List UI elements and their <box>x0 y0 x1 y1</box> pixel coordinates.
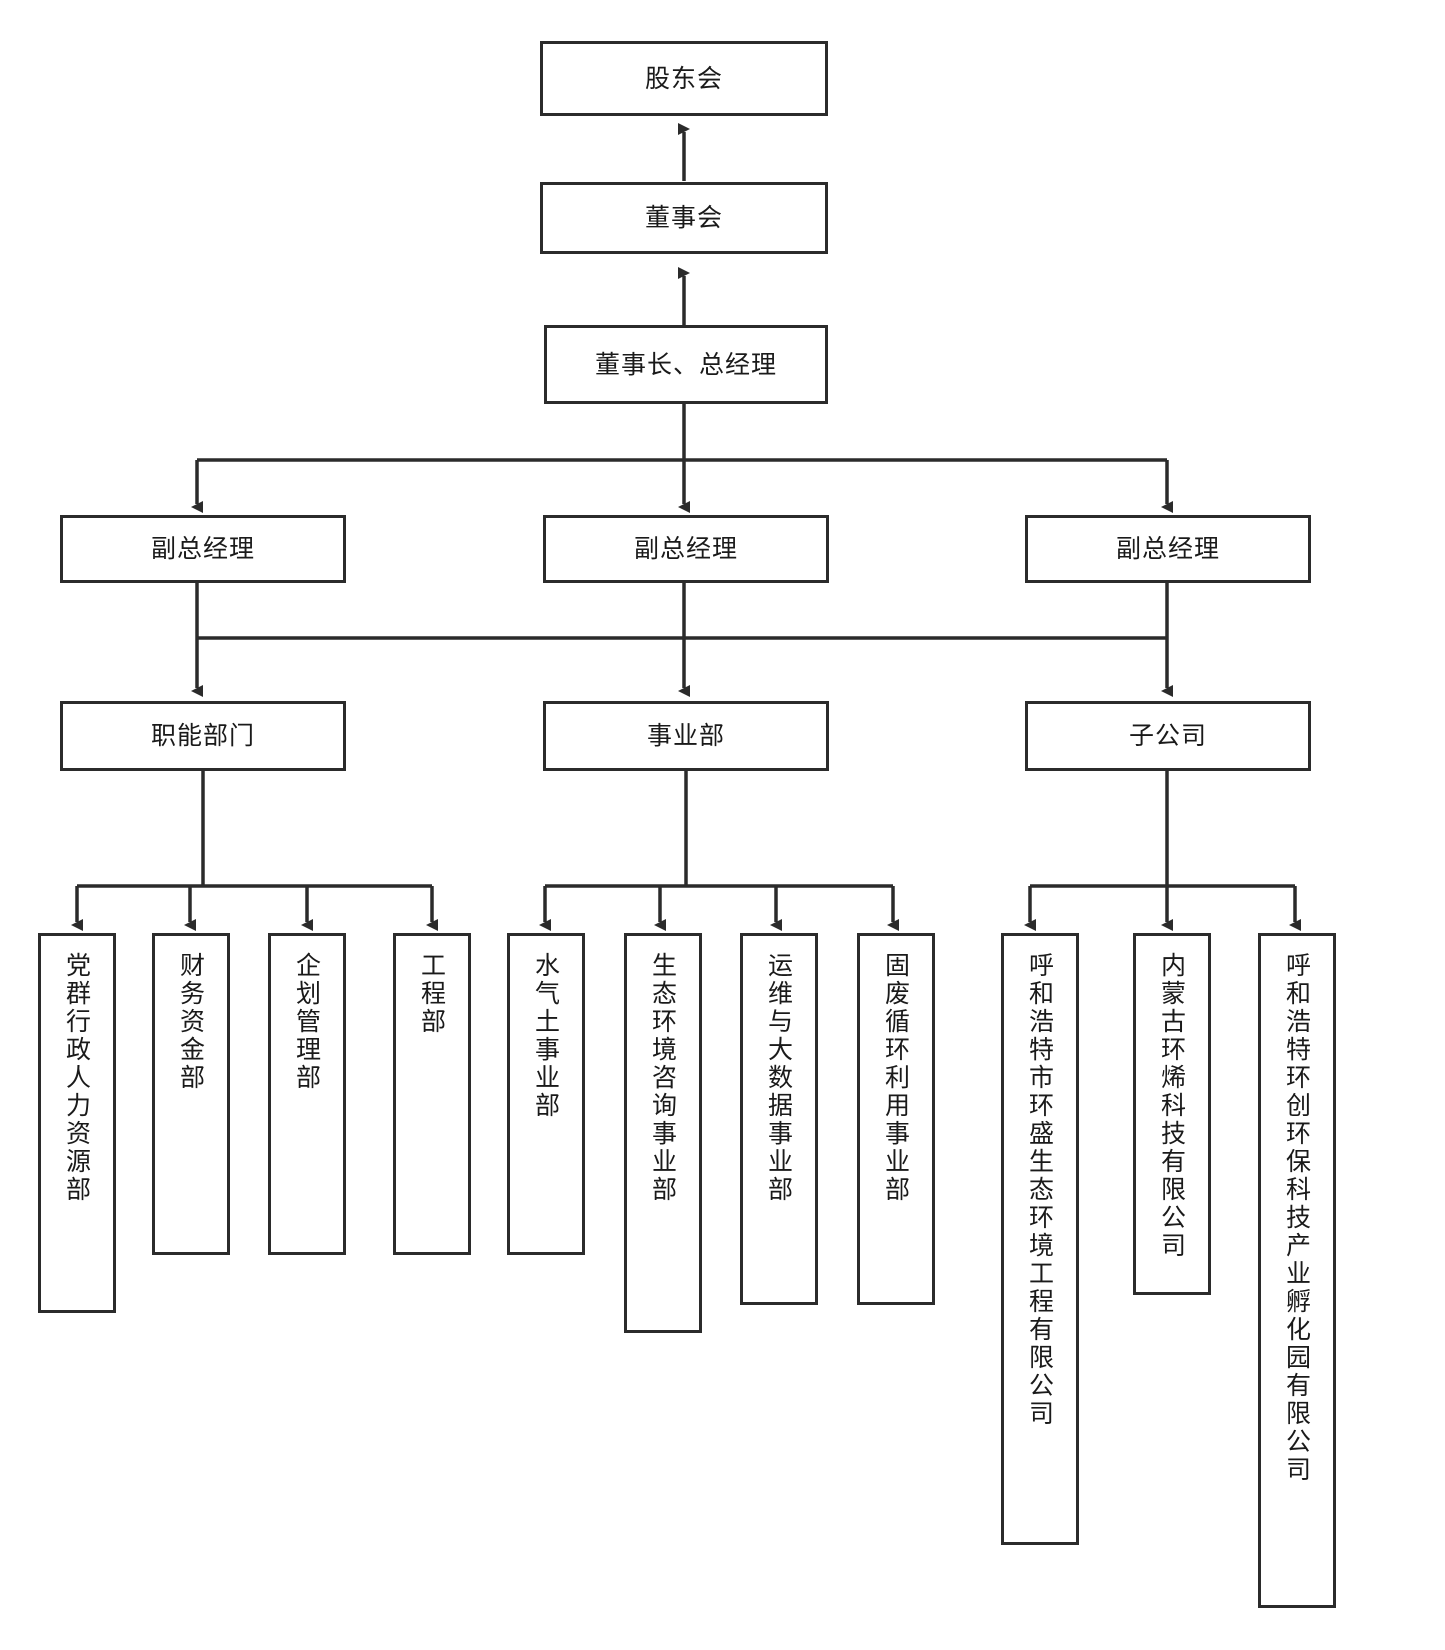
node-subsidiary-huansheng-eco-engineering[interactable]: 呼和浩特市环盛生态环境工程有限公司 <box>1001 933 1079 1545</box>
node-board-of-directors[interactable]: 董事会 <box>540 182 828 254</box>
node-label: 副总经理 <box>150 534 255 563</box>
node-label: 呼和浩特市环盛生态环境工程有限公司 <box>1025 952 1055 1428</box>
node-label: 子公司 <box>1128 721 1207 750</box>
node-label: 职能部门 <box>150 721 255 750</box>
node-label: 固废循环利用事业部 <box>881 952 911 1204</box>
node-dept-party-admin-hr[interactable]: 党群行政人力资源部 <box>38 933 116 1313</box>
node-division-water-air-soil[interactable]: 水气土事业部 <box>507 933 585 1255</box>
node-label: 工程部 <box>417 952 447 1036</box>
node-label: 财务资金部 <box>176 952 206 1092</box>
node-dept-engineering[interactable]: 工程部 <box>393 933 471 1255</box>
node-label: 董事会 <box>644 203 723 232</box>
node-label: 党群行政人力资源部 <box>62 952 92 1204</box>
node-label: 水气土事业部 <box>531 952 561 1120</box>
node-business-divisions[interactable]: 事业部 <box>543 701 829 771</box>
node-label: 董事长、总经理 <box>594 349 777 379</box>
node-chairman-general-manager[interactable]: 董事长、总经理 <box>544 325 828 404</box>
node-functional-departments[interactable]: 职能部门 <box>60 701 346 771</box>
node-shareholders-meeting[interactable]: 股东会 <box>540 41 828 116</box>
node-label: 内蒙古环烯科技有限公司 <box>1157 952 1187 1260</box>
node-label: 运维与大数据事业部 <box>764 952 794 1204</box>
node-division-ops-bigdata[interactable]: 运维与大数据事业部 <box>740 933 818 1305</box>
node-label: 呼和浩特环创环保科技产业孵化园有限公司 <box>1282 952 1312 1484</box>
node-label: 股东会 <box>644 63 723 93</box>
node-label: 副总经理 <box>1115 534 1220 563</box>
node-division-eco-consulting[interactable]: 生态环境咨询事业部 <box>624 933 702 1333</box>
node-dept-planning-management[interactable]: 企划管理部 <box>268 933 346 1255</box>
node-label: 生态环境咨询事业部 <box>648 952 678 1204</box>
node-subsidiaries[interactable]: 子公司 <box>1025 701 1311 771</box>
node-subsidiary-huanxi-technology[interactable]: 内蒙古环烯科技有限公司 <box>1133 933 1211 1295</box>
node-vice-general-manager-2[interactable]: 副总经理 <box>543 515 829 583</box>
node-vice-general-manager-3[interactable]: 副总经理 <box>1025 515 1311 583</box>
node-label: 事业部 <box>646 721 725 750</box>
node-dept-finance[interactable]: 财务资金部 <box>152 933 230 1255</box>
node-label: 企划管理部 <box>292 952 322 1092</box>
node-vice-general-manager-1[interactable]: 副总经理 <box>60 515 346 583</box>
node-label: 副总经理 <box>633 534 738 563</box>
node-division-solid-waste-recycling[interactable]: 固废循环利用事业部 <box>857 933 935 1305</box>
node-subsidiary-huanchuang-incubator[interactable]: 呼和浩特环创环保科技产业孵化园有限公司 <box>1258 933 1336 1608</box>
